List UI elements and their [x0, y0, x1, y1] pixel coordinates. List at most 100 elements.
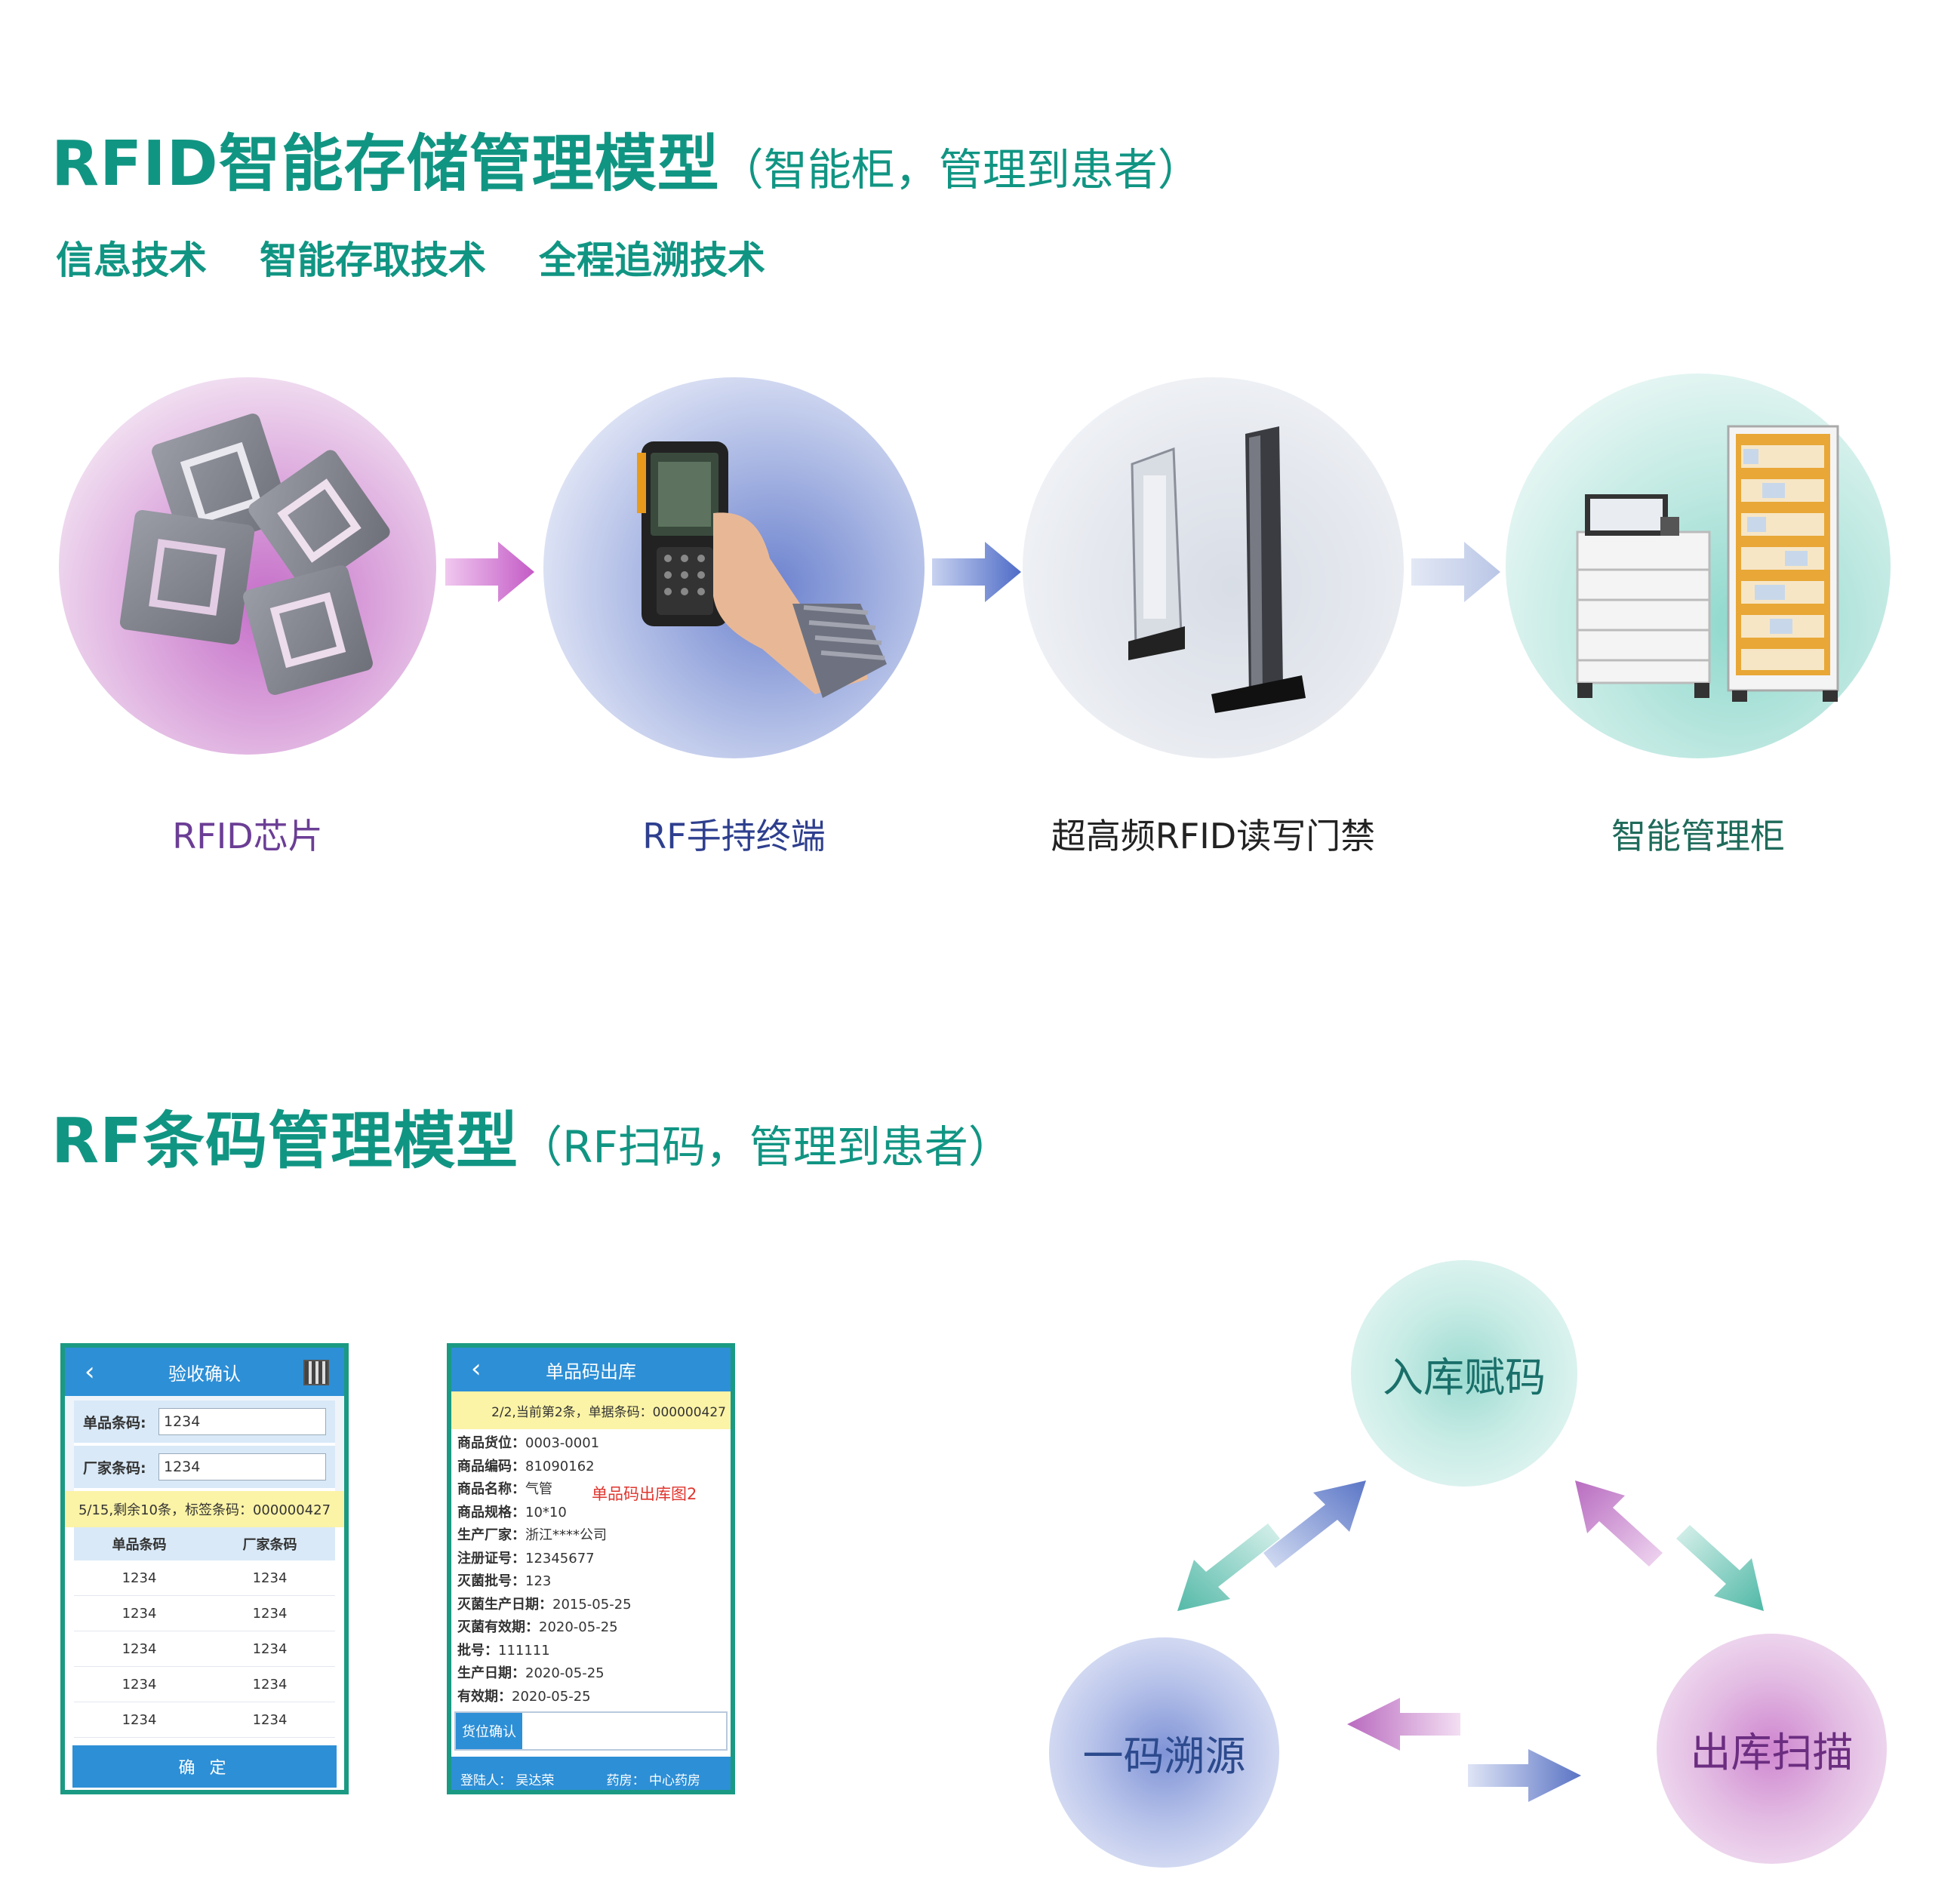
table-row[interactable]: 1234 1234	[74, 1667, 335, 1702]
field-key: 商品名称：	[457, 1481, 525, 1497]
cell: 1234	[122, 1711, 157, 1728]
field-name: 商品名称：气管	[451, 1478, 731, 1502]
caption-smart-cabinet: 智能管理柜	[1506, 809, 1891, 859]
arrow-3	[1411, 542, 1502, 605]
caption-rfid-gate-text: 超高频RFID读写门禁	[1051, 816, 1376, 856]
field-production-date: 生产日期：2020-05-25	[451, 1662, 731, 1686]
location-input[interactable]	[522, 1713, 726, 1749]
section1-title: RFID智能存储管理模型（智能柜，管理到患者）	[51, 113, 1202, 203]
node-inbound-coding: 入库赋码	[1351, 1260, 1577, 1487]
field-value: 2020-05-25	[539, 1619, 618, 1635]
rfid-chip-image	[59, 377, 436, 755]
column-factory-code: 厂家条码	[242, 1537, 297, 1553]
location-confirm-button[interactable]: 货位确认	[456, 1713, 522, 1749]
factory-code-input[interactable]: 1234	[158, 1453, 326, 1480]
cell: 1234	[122, 1640, 157, 1657]
back-icon[interactable]: ‹	[85, 1357, 95, 1387]
field-code: 商品编码：81090162	[451, 1456, 731, 1479]
node-traceability-label: 一码溯源	[1082, 1733, 1246, 1780]
tech-list: 信息技术 智能存取技术 全程追溯技术	[56, 230, 818, 284]
field-value: 浙江****公司	[525, 1527, 607, 1543]
caption-smart-cabinet-text: 智能管理柜	[1611, 816, 1785, 856]
cell: 1234	[122, 1676, 157, 1693]
phone2-header: ‹ 单品码出库	[451, 1348, 731, 1391]
location-confirm-row: 货位确认	[454, 1711, 728, 1751]
tech-smart-access: 智能存取技术	[260, 238, 486, 282]
rfid-gate-image	[1023, 377, 1404, 758]
field-key: 商品规格：	[457, 1504, 525, 1520]
caption-rfid-gate: 超高频RFID读写门禁	[1023, 809, 1404, 859]
phone1-header-title: 验收确认	[168, 1363, 241, 1385]
arrow-1	[445, 542, 536, 605]
phone-acceptance-screen: ‹ 验收确认 单品条码: 1234 厂家条码: 1234 5/15,剩余10条，…	[60, 1343, 349, 1794]
field-sterile-date: 灭菌生产日期：2015-05-25	[451, 1594, 731, 1617]
field-value: 气管	[525, 1481, 552, 1497]
arrows-left-pair	[1177, 1479, 1381, 1618]
field-value: 12345677	[525, 1550, 595, 1567]
tech-traceability: 全程追溯技术	[539, 238, 765, 282]
arrows-right-pair	[1566, 1479, 1770, 1618]
single-code-row: 单品条码: 1234	[74, 1401, 335, 1446]
field-value: 2020-05-25	[512, 1688, 591, 1705]
bidirectional-arrow-icon	[1575, 1480, 1764, 1611]
phone2-header-title: 单品码出库	[546, 1361, 636, 1382]
phone2-footer: 登陆人： 吴达荣 药房： 中心药房	[451, 1757, 731, 1790]
rfid-gate-icon	[1128, 426, 1306, 713]
single-code-input[interactable]: 1234	[158, 1408, 326, 1435]
bidirectional-arrow-icon	[1177, 1480, 1366, 1611]
caption-rfid-chip-text: RFID芯片	[172, 816, 323, 856]
factory-code-row: 厂家条码: 1234	[74, 1446, 335, 1491]
arrow-right-icon	[445, 542, 534, 602]
phone1-notice: 5/15,剩余10条，标签条码：000000427	[65, 1491, 344, 1527]
field-key: 有效期：	[457, 1688, 512, 1705]
node-inbound-coding-label: 入库赋码	[1383, 1353, 1546, 1401]
section2-title: RF条码管理模型（RF扫码，管理到患者）	[51, 1090, 1012, 1180]
field-value: 111111	[498, 1642, 550, 1659]
arrows-bottom-pair	[1347, 1694, 1581, 1810]
field-spec: 商品规格：10*10	[451, 1502, 731, 1525]
cell: 1234	[252, 1640, 288, 1657]
field-key: 灭菌批号：	[457, 1573, 525, 1589]
field-expiry: 有效期：2020-05-25	[451, 1686, 731, 1709]
node-outbound-scan: 出库扫描	[1657, 1634, 1887, 1864]
table-row[interactable]: 1234 1234	[74, 1631, 335, 1667]
confirm-button[interactable]: 确 定	[72, 1745, 337, 1788]
field-sterile-batch: 灭菌批号：123	[451, 1570, 731, 1594]
arrow-right-icon	[932, 542, 1021, 602]
field-value: 2020-05-25	[525, 1665, 605, 1681]
table-row[interactable]: 1234 1234	[74, 1702, 335, 1738]
cell: 1234	[252, 1676, 288, 1693]
field-key: 商品编码：	[457, 1458, 525, 1474]
section1-title-main: RFID智能存储管理模型	[51, 128, 720, 200]
field-value: 123	[525, 1573, 552, 1589]
smart-cabinet-image	[1506, 374, 1891, 758]
field-batch: 批号：111111	[451, 1640, 731, 1663]
cell: 1234	[252, 1711, 288, 1728]
cell: 1234	[252, 1570, 288, 1586]
phone1-header: ‹ 验收确认	[65, 1348, 344, 1396]
caption-rf-handheld-text: RF手持终端	[642, 816, 826, 856]
cell: 1234	[122, 1570, 157, 1586]
field-sterile-expiry: 灭菌有效期：2020-05-25	[451, 1616, 731, 1640]
outbound-image-tag: 单品码出库图2	[592, 1485, 697, 1503]
node-outbound-scan-label: 出库扫描	[1690, 1729, 1854, 1776]
section2-title-main: RF条码管理模型	[51, 1105, 519, 1177]
rfid-tag-icon	[119, 414, 390, 695]
field-location: 商品货位：0003-0001	[451, 1432, 731, 1456]
cell: 1234	[122, 1605, 157, 1622]
handheld-terminal-icon	[637, 441, 887, 698]
field-key: 灭菌有效期：	[457, 1619, 539, 1635]
table-row[interactable]: 1234 1234	[74, 1560, 335, 1596]
back-icon[interactable]: ‹	[471, 1354, 482, 1384]
rf-handheld-image	[543, 377, 925, 758]
field-value: 10*10	[525, 1504, 567, 1520]
phone1-table-header: 单品条码 厂家条码	[74, 1527, 335, 1560]
field-key: 生产日期：	[457, 1665, 525, 1681]
field-value: 2015-05-25	[552, 1596, 632, 1613]
tech-info: 信息技术	[56, 238, 207, 282]
node-traceability: 一码溯源	[1049, 1637, 1279, 1868]
caption-rf-handheld: RF手持终端	[543, 809, 925, 859]
qr-code-icon[interactable]	[303, 1360, 329, 1385]
field-manufacturer: 生产厂家：浙江****公司	[451, 1524, 731, 1548]
